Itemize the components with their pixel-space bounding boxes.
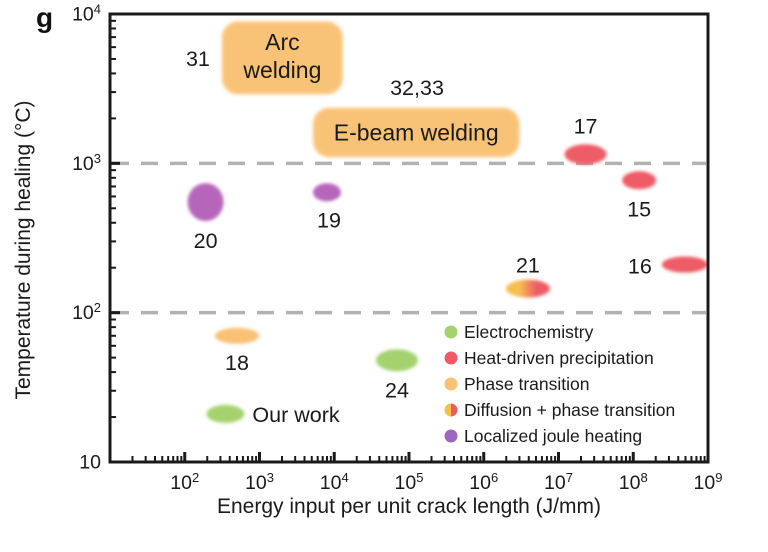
y-axis-label: Temperature during healing (°C): [12, 100, 35, 399]
ref-label-32-33: 32,33: [390, 76, 444, 100]
reference-labels: 31 32,33: [186, 47, 444, 100]
data-point-15: [622, 171, 657, 190]
legend-swatch-localized-joule-heating: [444, 429, 458, 443]
data-point-17: [564, 144, 607, 165]
legend-label-diffusion-phase-transition: Diffusion + phase transition: [464, 400, 675, 420]
data-point-20: [187, 183, 224, 222]
plot-area: [110, 14, 708, 462]
data-point-19: [313, 183, 342, 202]
region-e-beam-welding: [313, 107, 520, 158]
dashed-gridlines: [112, 161, 706, 315]
ref-label-31: 31: [186, 47, 210, 71]
data-point-label-17: 17: [574, 114, 598, 138]
legend-swatch-phase-transition: [444, 377, 458, 391]
plot-frame: [108, 12, 710, 464]
region-label-arc-welding-line2: welding: [242, 57, 321, 83]
legend-label-heat-driven-precipitation: Heat-driven precipitation: [464, 348, 654, 368]
legend-swatch-electrochemistry: [444, 325, 458, 339]
data-point-24: [375, 349, 418, 372]
panel-label: g: [36, 2, 54, 33]
data-point-label-15: 15: [627, 197, 651, 221]
data-point-label-24: 24: [385, 378, 409, 402]
data-point-21: [505, 279, 550, 298]
region-label-e-beam-welding-line1: E-beam welding: [334, 120, 499, 146]
legend-label-electrochemistry: Electrochemistry: [464, 322, 594, 342]
data-point-label-20: 20: [194, 229, 218, 253]
data-point-18: [214, 327, 259, 344]
region-label-arc-welding-line1: Arc: [265, 29, 300, 55]
data-point-label-18: 18: [225, 351, 249, 375]
region-arc-welding: [221, 21, 343, 95]
data-point-label-our-work: Our work: [252, 403, 339, 427]
legend-label-phase-transition: Phase transition: [464, 374, 590, 394]
x-axis-label: Energy input per unit crack length (J/mm…: [217, 495, 601, 518]
x-tick-label-1e6: 106: [469, 470, 498, 494]
y-tick-label-1e1: 10: [79, 452, 101, 474]
data-point-label-21: 21: [516, 254, 540, 278]
y-tick-label-1e2: 102: [72, 300, 101, 324]
legend-swatch-diffusion-phase-transition: [444, 403, 458, 417]
data-point-our-work: [206, 404, 245, 423]
legend-label-localized-joule-heating: Localized joule heating: [464, 426, 642, 446]
data-point-16: [661, 256, 708, 273]
legend-swatch-heat-driven-precipitation: [444, 351, 458, 365]
data-point-label-19: 19: [317, 208, 341, 232]
data-point-label-16: 16: [628, 255, 652, 279]
